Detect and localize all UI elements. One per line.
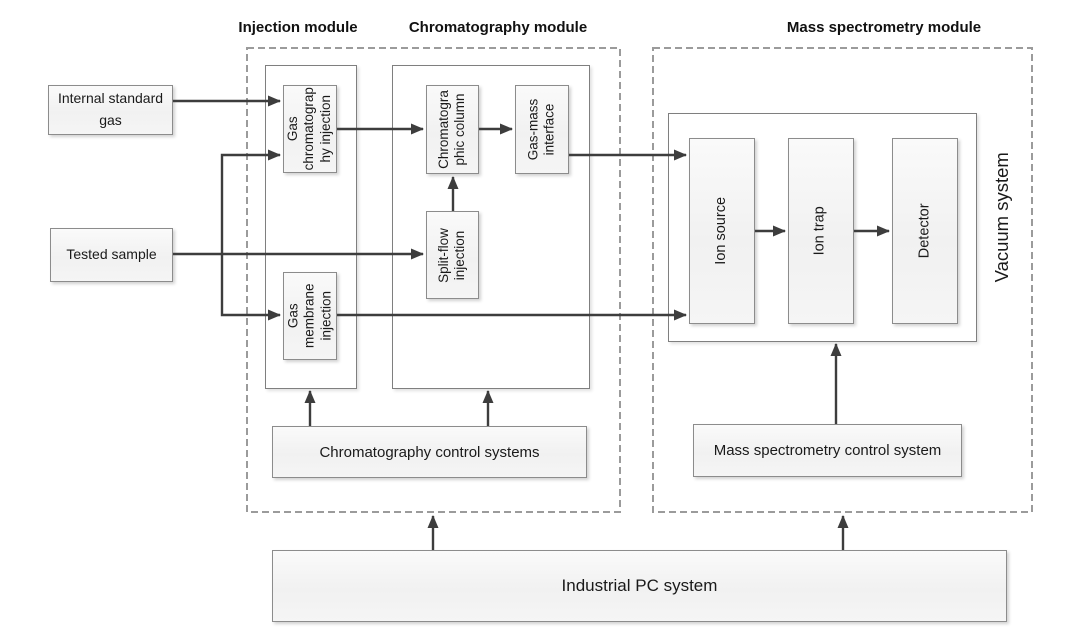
- injection-module-title: Injection module: [238, 19, 358, 36]
- arrow-sample-to-membrane: [220, 254, 281, 321]
- chromatography-control-systems-label: Chromatography control systems: [319, 443, 540, 461]
- mass-spectrometry-module-title: Mass spectrometry module: [786, 19, 982, 36]
- ion-source-box: Ion source: [689, 138, 755, 324]
- gas-mass-interface-box: Gas-mass interface: [515, 85, 569, 174]
- chromatography-control-systems-box: Chromatography control systems: [272, 426, 587, 478]
- detector-box: Detector: [892, 138, 958, 324]
- internal-standard-gas-line1: Internal standard: [57, 90, 164, 107]
- internal-standard-gas-box: Internal standard gas: [48, 85, 173, 135]
- split-flow-injection-box: Split-flow injection: [426, 211, 479, 299]
- chromatography-module-title: Chromatography module: [408, 19, 588, 36]
- industrial-pc-system-label: Industrial PC system: [561, 576, 718, 595]
- ms-module-dashed-border: [652, 47, 1033, 513]
- gas-chromatography-injection-box: Gas chromatograp hy injection: [283, 85, 337, 173]
- tested-sample-box: Tested sample: [50, 228, 173, 282]
- ion-trap-box: Ion trap: [788, 138, 854, 324]
- arrow-sample-to-gci: [220, 149, 281, 254]
- industrial-pc-system-box: Industrial PC system: [272, 550, 1007, 622]
- mass-spectrometry-control-system-label: Mass spectrometry control system: [713, 442, 942, 459]
- gas-membrane-injection-box: Gas membrane injection: [283, 272, 337, 360]
- internal-standard-gas-line2: gas: [99, 112, 122, 128]
- chromatographic-column-box: Chromatogra phic column: [426, 85, 479, 174]
- tested-sample-label: Tested sample: [66, 246, 157, 263]
- mass-spectrometry-control-system-box: Mass spectrometry control system: [693, 424, 962, 477]
- gc-module-dashed-border: [246, 47, 621, 513]
